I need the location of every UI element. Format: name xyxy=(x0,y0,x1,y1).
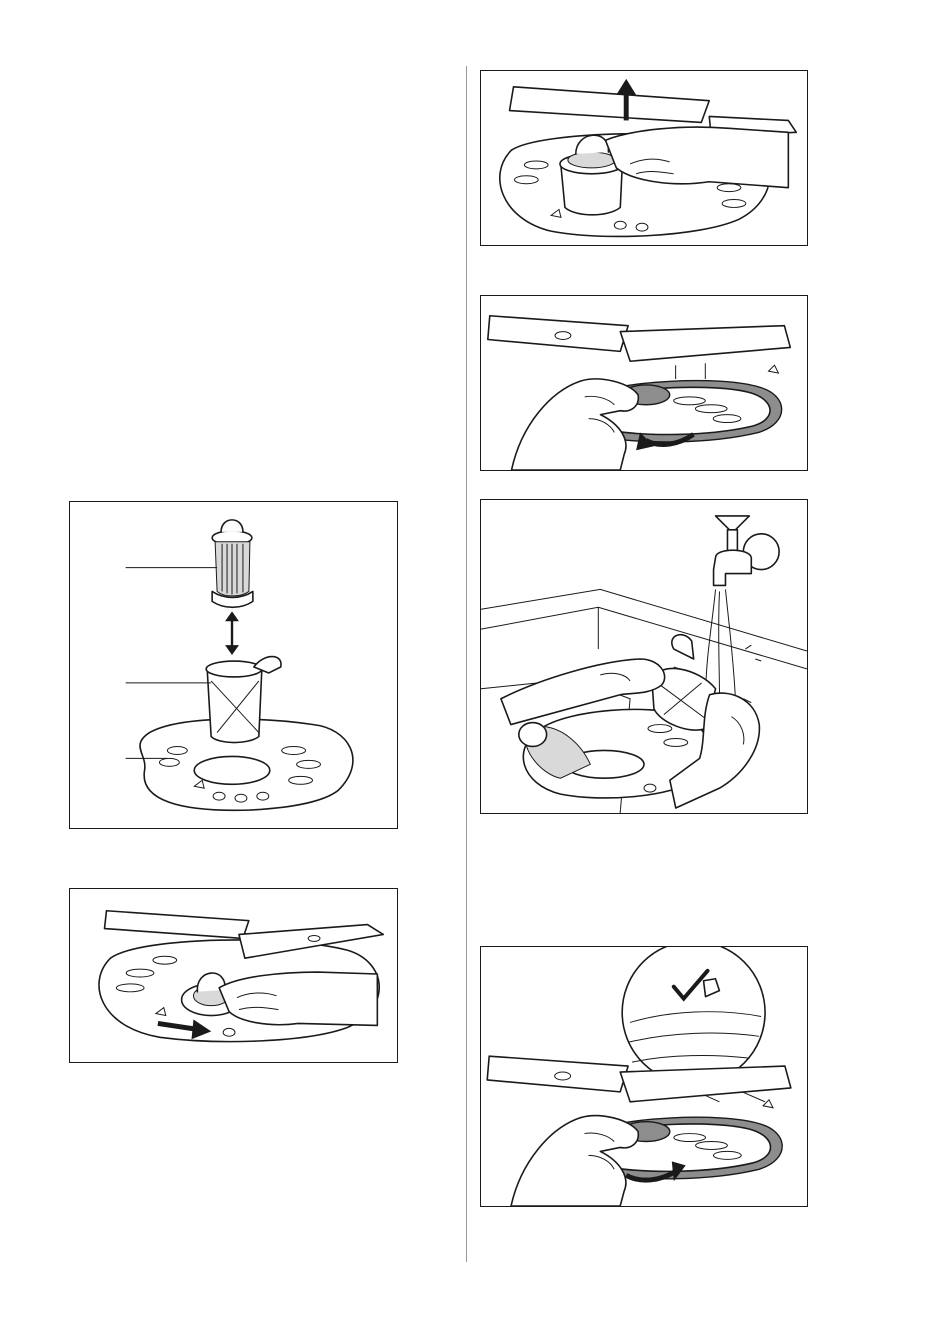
flat-filter-refit-check-icon xyxy=(481,947,807,1206)
figure-refit-flat-filter xyxy=(480,946,808,1207)
figure-rinse-filters xyxy=(480,499,808,814)
filter-rinse-under-tap-icon xyxy=(481,500,807,813)
filter-assembly-exploded-icon xyxy=(70,502,397,828)
figure-filter-parts xyxy=(69,501,398,829)
flat-filter-remove-icon xyxy=(481,296,807,470)
figure-remove-flat-filter xyxy=(480,295,808,471)
column-divider xyxy=(466,66,467,1262)
figure-lift-filter xyxy=(480,70,808,246)
filter-turn-counterclockwise-icon xyxy=(70,889,397,1062)
filter-lift-out-icon xyxy=(481,71,807,245)
figure-turn-filter xyxy=(69,888,398,1063)
